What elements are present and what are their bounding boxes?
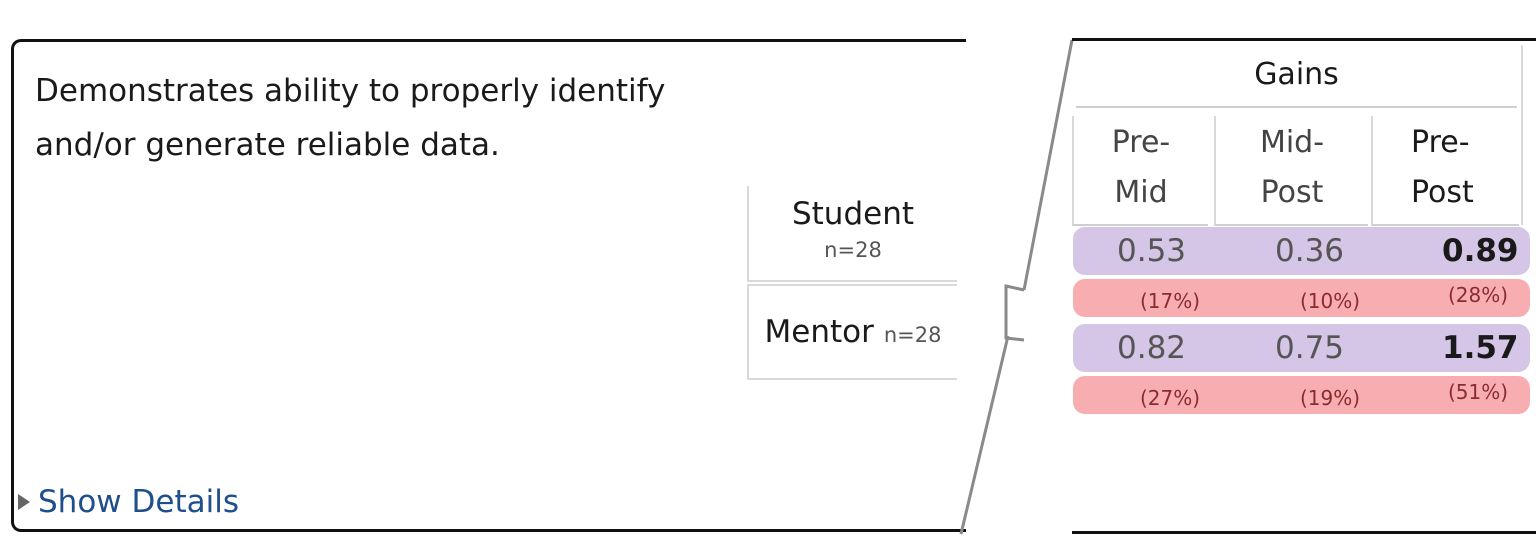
column-header-pre-post: Pre- Post [1371,116,1519,226]
student-pre-post-value: 0.89 [1442,233,1519,269]
row-title-student: Student [791,196,915,232]
item-description-line1: Demonstrates ability to properly identif… [35,73,666,109]
student-pre-mid-percent: (17%) [1140,289,1201,313]
row-header-mentor: Mentor n=28 [747,284,957,380]
row-header-student: Student n=28 [747,186,957,282]
item-description-line2: and/or generate reliable data. [35,127,500,163]
column-header-pre-mid-line2: Mid [1114,175,1168,210]
mentor-pre-mid-value: 0.82 [1117,330,1187,366]
mentor-mid-post-percent: (19%) [1300,386,1361,410]
mentor-pre-post-value: 1.57 [1442,330,1519,366]
student-gain-band [1073,227,1530,275]
row-n-student: n=28 [824,238,882,262]
mentor-pre-post-percent: (51%) [1448,380,1509,404]
mentor-pre-mid-percent: (27%) [1140,386,1201,410]
disclosure-triangle-icon [18,494,30,510]
show-details-label[interactable]: Show Details [38,484,239,520]
gains-header: Gains [1076,44,1517,108]
student-mid-post-percent: (10%) [1300,289,1361,313]
student-mid-post-value: 0.36 [1275,233,1345,269]
column-header-pre-mid-line1: Pre- [1111,125,1171,160]
gains-panel: Gains Pre- Mid Mid- Post Pre- Post 0.53 … [1072,38,1536,534]
column-divider [1521,45,1523,225]
student-percent-band [1073,279,1530,317]
row-n-mentor: n=28 [883,323,942,347]
item-description: Demonstrates ability to properly identif… [35,64,735,172]
mentor-gain-band [1073,324,1530,372]
connector-bottom-line [959,335,1010,535]
column-header-pre-post-line1: Pre- [1411,125,1470,160]
mentor-mid-post-value: 0.75 [1275,330,1345,366]
connector-top-line [1022,39,1074,291]
column-header-pre-post-line2: Post [1411,175,1474,210]
show-details-toggle[interactable]: Show Details [18,484,239,520]
column-header-mid-post-line1: Mid- [1259,125,1325,160]
student-pre-mid-value: 0.53 [1117,233,1187,269]
column-header-pre-mid: Pre- Mid [1072,116,1208,226]
row-title-mentor: Mentor [764,314,874,350]
student-pre-post-percent: (28%) [1448,283,1509,307]
column-header-mid-post: Mid- Post [1214,116,1368,226]
mentor-percent-band [1073,376,1530,414]
break-mark [1004,284,1025,342]
column-header-mid-post-line2: Post [1260,175,1324,210]
